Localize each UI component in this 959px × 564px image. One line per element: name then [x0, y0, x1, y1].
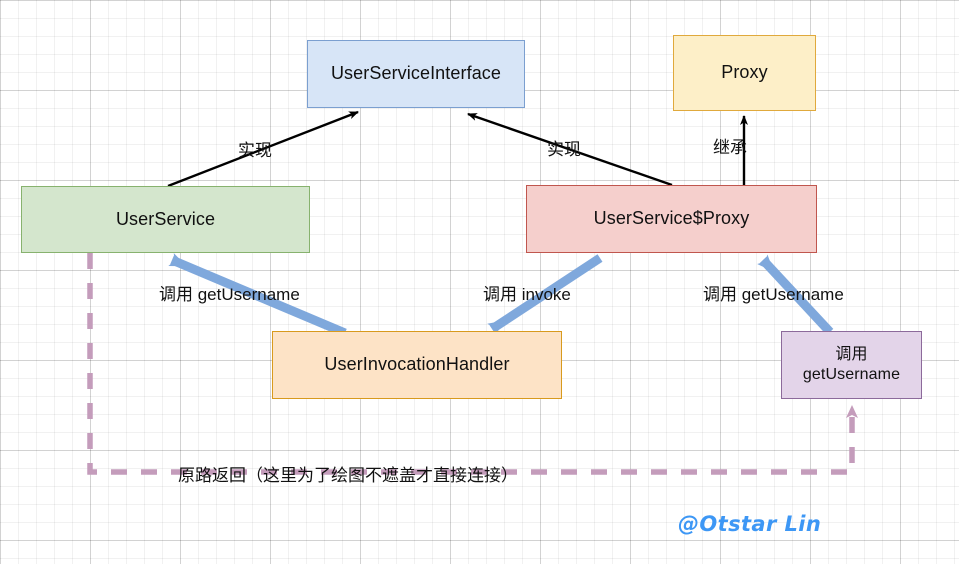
edge-label-call-get-username-left: 调用 getUsername: [159, 285, 300, 304]
node-proxy[interactable]: Proxy: [673, 35, 816, 111]
author-watermark: @Otstar Lin: [678, 512, 822, 536]
edge-label-implements-left: 实现: [238, 141, 272, 160]
edge-label-implements-right: 实现: [547, 140, 581, 159]
edge-label-return-path: 原路返回（这里为了绘图不遮盖才直接连接）: [178, 466, 518, 485]
edge-label-call-invoke: 调用 invoke: [483, 285, 571, 304]
call-box-line-2: getUsername: [802, 366, 901, 383]
edge-label-extends: 继承: [713, 138, 747, 157]
edge-label-call-get-username-right: 调用 getUsername: [703, 285, 844, 304]
node-user-service-proxy[interactable]: UserService$Proxy: [526, 185, 817, 253]
call-box-line-1: 调用: [835, 346, 868, 364]
node-user-service-interface[interactable]: UserServiceInterface: [307, 40, 525, 108]
node-call-get-username[interactable]: 调用 getUsername: [781, 331, 922, 399]
node-user-invocation-handler[interactable]: UserInvocationHandler: [272, 331, 562, 399]
node-user-service[interactable]: UserService: [21, 186, 310, 253]
